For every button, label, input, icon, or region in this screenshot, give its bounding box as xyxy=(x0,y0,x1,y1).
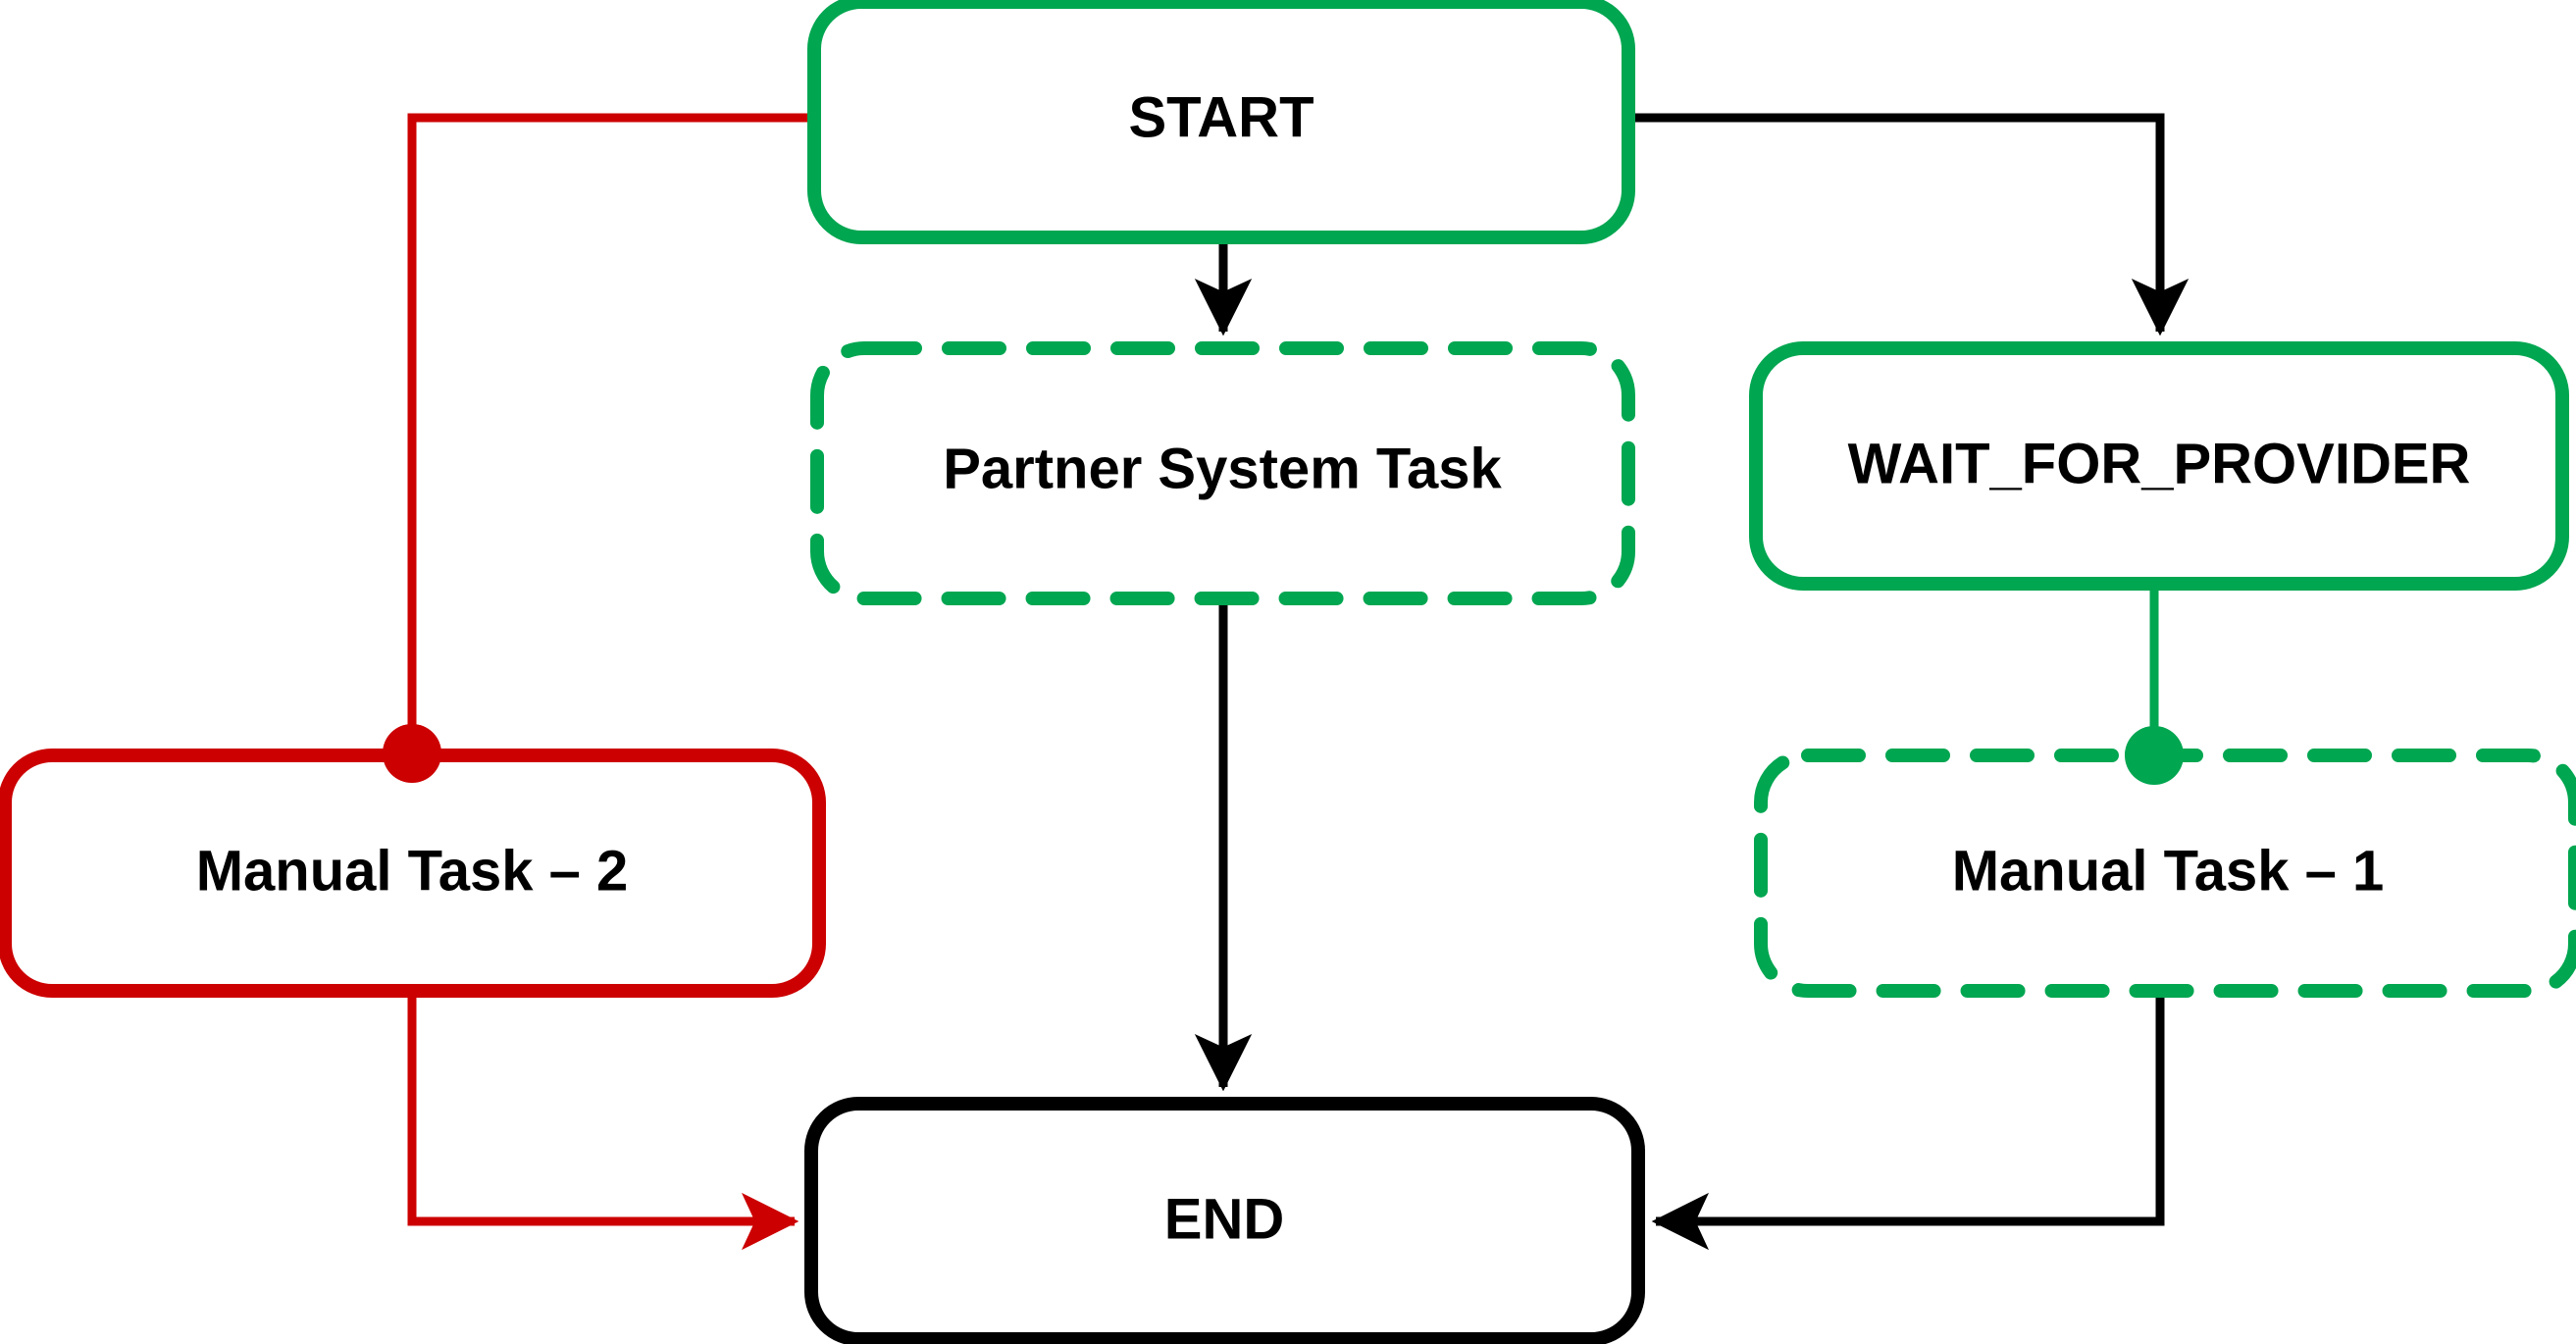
edge-manual-task-2-to-end xyxy=(407,991,799,1251)
node-end[interactable]: END xyxy=(804,1097,1645,1344)
node-shape-start[interactable] xyxy=(807,0,1635,244)
node-wait-for-provider[interactable]: WAIT_FOR_PROVIDER xyxy=(1749,341,2569,591)
node-shape-partner-system-task[interactable] xyxy=(810,341,1635,605)
edge-line-start-to-manual-task-2 xyxy=(407,113,814,755)
edge-line-start-to-wait-for-provider xyxy=(1628,113,2190,336)
edge-start-to-wait-for-provider xyxy=(1628,113,2190,336)
node-label-manual-task-2: Manual Task – 2 xyxy=(196,839,629,903)
node-partner-system-task[interactable]: Partner System Task xyxy=(810,341,1635,605)
node-shape-end[interactable] xyxy=(804,1097,1645,1344)
node-label-wait-for-provider: WAIT_FOR_PROVIDER xyxy=(1848,432,2471,495)
node-shape-wait-for-provider[interactable] xyxy=(1749,341,2569,591)
node-label-manual-task-1: Manual Task – 1 xyxy=(1952,839,2385,903)
edge-start-to-manual-task-2 xyxy=(383,113,814,783)
node-start[interactable]: START xyxy=(807,0,1635,244)
node-label-start: START xyxy=(1128,85,1314,149)
connection-dot-manual-task-2-overlay xyxy=(383,724,441,783)
connection-dot-manual-task-1-overlay xyxy=(2125,726,2184,785)
node-label-end: END xyxy=(1164,1187,1284,1251)
edge-manual-task-1-to-end xyxy=(1651,991,2165,1251)
node-manual-task-1[interactable]: Manual Task – 1 xyxy=(1754,749,2576,998)
edge-line-manual-task-1-to-end xyxy=(1651,991,2165,1251)
node-manual-task-2[interactable]: Manual Task – 2 xyxy=(0,749,826,998)
node-label-partner-system-task: Partner System Task xyxy=(943,437,1502,500)
edge-line-manual-task-2-to-end xyxy=(407,991,799,1251)
